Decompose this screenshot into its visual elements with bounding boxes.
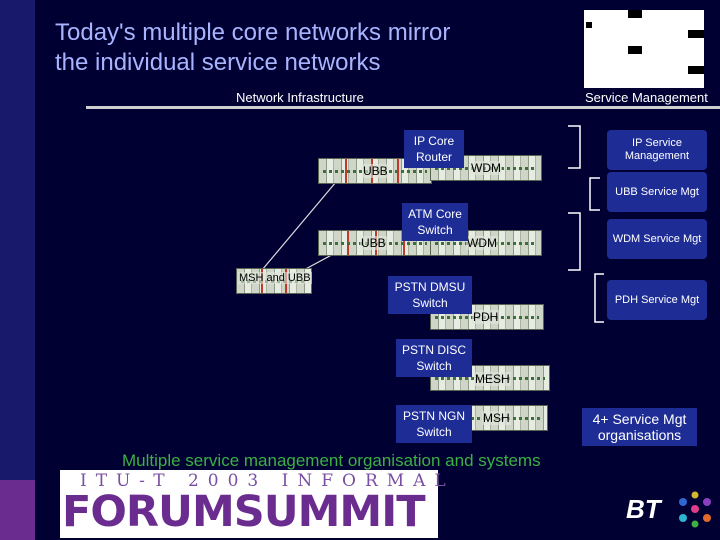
title-line-2: the individual service networks <box>55 49 381 76</box>
slide-title: Today's multiple core networks mirror th… <box>55 18 575 78</box>
logo-square <box>628 46 642 54</box>
mgt-ip-service: IP Service Management <box>607 130 707 170</box>
switch-ip-core-router: IP Core Router <box>404 130 464 168</box>
logo-square <box>586 22 592 28</box>
title-line-1: Today's multiple core networks mirror <box>55 19 451 46</box>
forum-summit-wordmark: FORUMSUMMIT <box>62 487 426 537</box>
logo-square <box>628 10 642 18</box>
switch-pstn-dmsu: PSTN DMSU Switch <box>388 276 472 314</box>
left-sidebar-band <box>0 0 35 540</box>
bt-piper-logo-icon <box>679 491 711 528</box>
bracket-pdh <box>594 273 604 323</box>
network-infrastructure-label: Network Infrastructure <box>236 90 364 105</box>
header-rule <box>86 106 720 109</box>
rack-divider <box>345 159 347 183</box>
label-ubb-row2: UBB <box>360 236 387 250</box>
switch-pstn-disc: PSTN DISC Switch <box>396 339 472 377</box>
logo-square <box>688 30 704 38</box>
bracket-ip <box>568 125 581 169</box>
mgt-wdm-service: WDM Service Mgt <box>607 219 707 259</box>
label-wdm-row2: WDM <box>466 236 498 250</box>
label-msh-ubb: MSH and UBB <box>238 272 312 284</box>
mgt-pdh-service: PDH Service Mgt <box>607 280 707 320</box>
rack-divider <box>397 159 399 183</box>
forum-summit-logo: ITU-T 2003 INFORMAL FORUMSUMMIT <box>60 470 446 538</box>
label-ubb-row1: UBB <box>362 164 389 178</box>
bt-logo-text: BT <box>626 494 661 524</box>
switch-pstn-ngn: PSTN NGN Switch <box>396 405 472 443</box>
logo-square <box>688 66 704 74</box>
link-ubb1-msh <box>261 181 337 271</box>
rack-divider <box>347 231 349 255</box>
bracket-ubb <box>589 177 600 211</box>
sidebar-accent <box>0 480 35 540</box>
mgt-ubb-service: UBB Service Mgt <box>607 172 707 212</box>
bottom-caption: Multiple service management organisation… <box>122 451 541 470</box>
itu-event-line: ITU-T 2003 INFORMAL <box>80 471 455 491</box>
label-mesh: MESH <box>474 372 511 386</box>
service-management-label: Service Management <box>585 90 708 105</box>
bracket-wdm <box>568 212 581 271</box>
corner-logo-graphic <box>584 10 704 88</box>
label-pdh: PDH <box>472 310 500 324</box>
service-mgt-count: 4+ Service Mgt organisations <box>582 408 697 446</box>
label-msh: MSH <box>482 411 511 425</box>
switch-atm-core: ATM Core Switch <box>402 203 468 241</box>
label-wdm-row1: WDM <box>470 161 502 175</box>
